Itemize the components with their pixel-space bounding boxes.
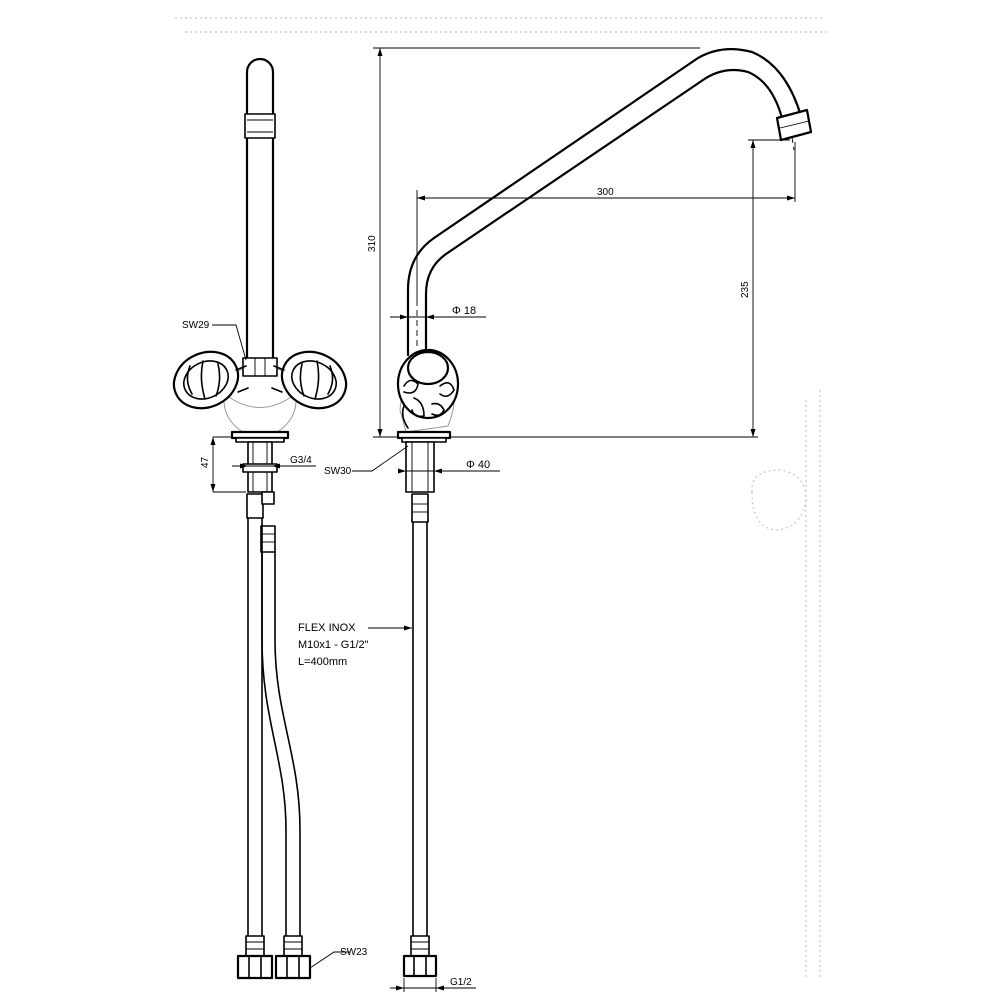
- front-right-handle: [271, 350, 348, 410]
- dim-300: 300: [416, 142, 796, 300]
- dim-phi18: Φ 18: [390, 305, 486, 320]
- dim-g12: G1/2: [390, 977, 476, 992]
- front-top-nut: [242, 357, 278, 377]
- sw23-callout: SW23: [309, 947, 368, 969]
- dim-47-label: 47: [200, 456, 211, 468]
- side-base-plate: [396, 430, 452, 440]
- faint-ghost-outline: [751, 390, 821, 980]
- front-hose-right-b: [274, 551, 301, 937]
- sw30-label: SW30: [324, 466, 352, 477]
- side-view: 310 300 235 Φ 18: [298, 47, 813, 992]
- front-view: SW29 47 G3/4 SW23: [172, 57, 368, 980]
- side-spout-outer: [406, 47, 803, 357]
- dim-phi18-label: Φ 18: [452, 305, 476, 317]
- dim-g12-label: G1/2: [450, 977, 472, 988]
- front-base-plate: [230, 430, 290, 440]
- hose-note-line2: M10x1 - G1/2": [298, 639, 369, 651]
- sw23-label: SW23: [340, 947, 368, 958]
- side-shank: [405, 441, 435, 493]
- dim-47: 47: [200, 436, 246, 493]
- hose-note-line1: FLEX INOX: [298, 622, 356, 634]
- g34-callout: G3/4: [232, 455, 316, 469]
- sw29-callout: SW29: [182, 320, 247, 361]
- dim-310: 310: [367, 47, 700, 438]
- dim-235-label: 235: [740, 281, 751, 298]
- side-spout-inner: [424, 68, 784, 357]
- dim-235: 235: [450, 139, 790, 438]
- g34-label: G3/4: [290, 455, 312, 466]
- dim-phi40: Φ 40: [398, 459, 500, 474]
- front-left-handle: [172, 350, 249, 410]
- front-hose-right-a: [261, 551, 287, 937]
- hose-note-line3: L=400mm: [298, 656, 347, 668]
- side-hose-nut: [402, 954, 438, 978]
- front-hose-nut-right: [274, 954, 312, 980]
- hose-note: FLEX INOX M10x1 - G1/2" L=400mm: [298, 622, 412, 668]
- front-spout-tube: [245, 57, 275, 360]
- dim-300-label: 300: [597, 187, 614, 198]
- front-tube-collar: [244, 113, 276, 139]
- faint-header-marks: [175, 17, 830, 33]
- side-valve-body: [396, 348, 460, 433]
- sw30-callout: SW30: [324, 445, 409, 477]
- sw29-label: SW29: [182, 320, 210, 331]
- front-hose-nut-left: [236, 954, 274, 980]
- dim-phi40-label: Φ 40: [466, 459, 490, 471]
- dim-310-label: 310: [367, 235, 378, 252]
